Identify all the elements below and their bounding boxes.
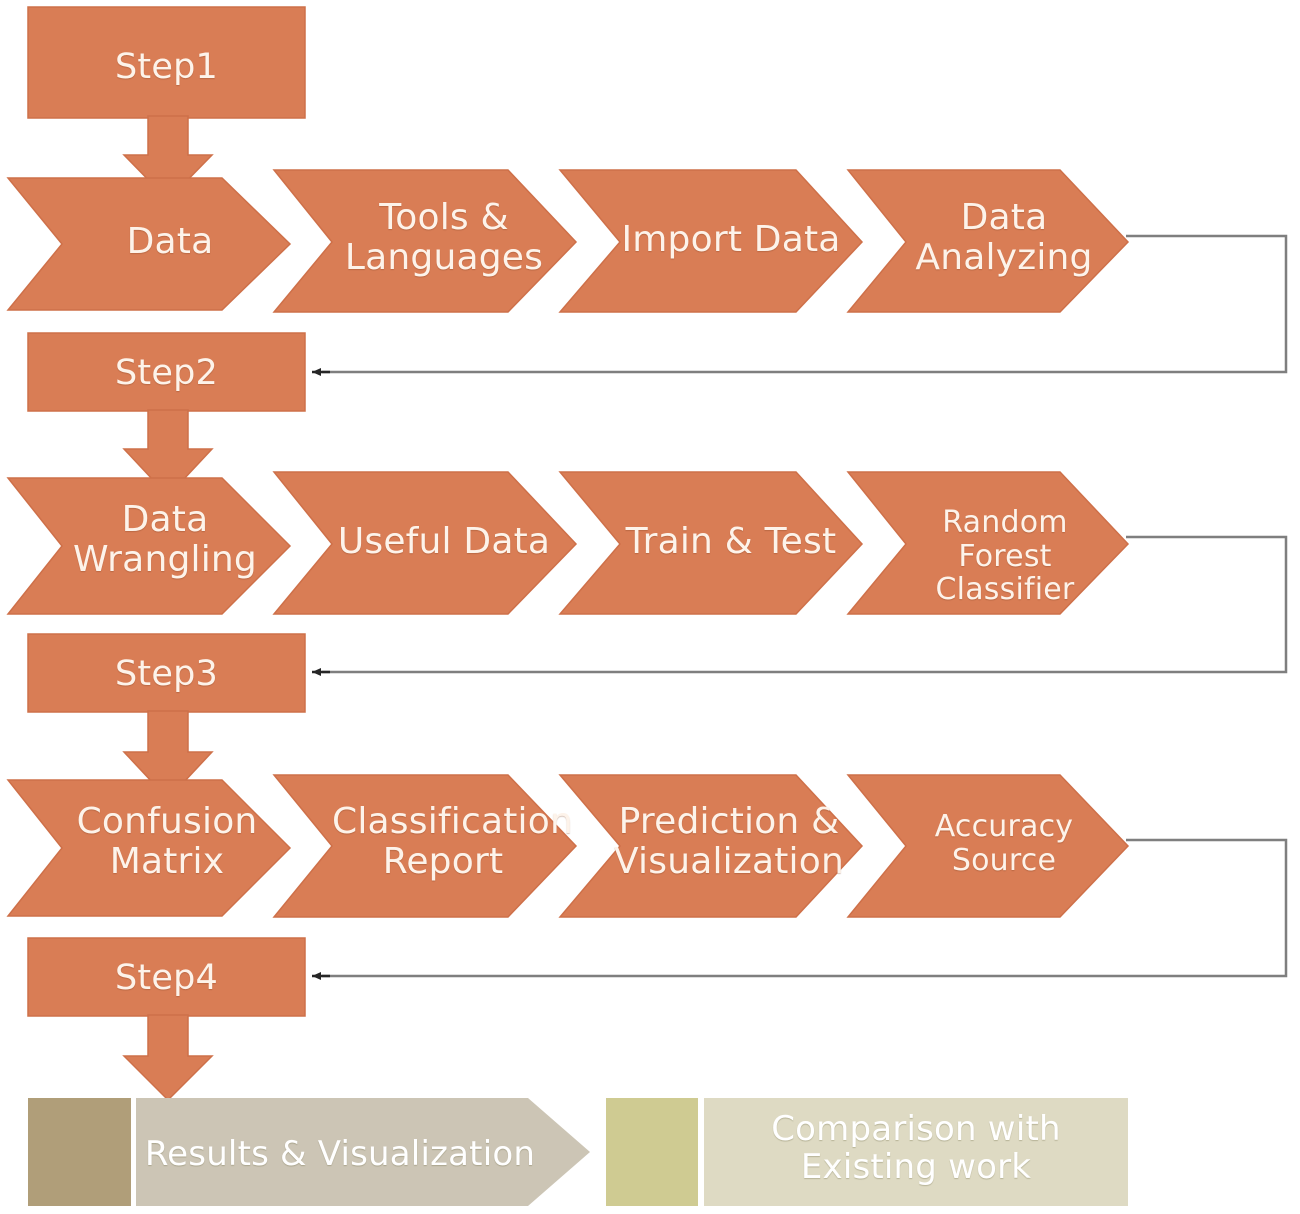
down-arrow-step2: [122, 409, 214, 498]
bottom-accent-dark: [28, 1098, 131, 1206]
chevron-row1-3: [558, 169, 864, 313]
chevron-row2-4: [846, 471, 1130, 615]
feedback-path-row2: [322, 535, 1288, 674]
step-box-step3: [27, 633, 306, 713]
node-step4[interactable]: [28, 938, 305, 1016]
node-tools-languages[interactable]: [290, 170, 576, 312]
node-data-analyzing[interactable]: [862, 170, 1128, 312]
chevron-row3-3: [558, 774, 864, 918]
node-comparison-existing-work[interactable]: [606, 1098, 1128, 1206]
chevron-row3-2: [272, 774, 578, 918]
chevron-row2-3: [558, 471, 864, 615]
chevron-row1-4: [846, 169, 1130, 313]
node-classification-report[interactable]: [290, 775, 576, 917]
node-step1[interactable]: [28, 7, 305, 118]
chevron-row1-2: [272, 169, 578, 313]
node-confusion-matrix[interactable]: [8, 780, 290, 916]
node-train-test[interactable]: [576, 472, 862, 614]
chevron-row2-1: [6, 477, 292, 615]
node-data[interactable]: [8, 178, 290, 310]
node-results-visualization[interactable]: [28, 1098, 590, 1206]
node-data-wrangling[interactable]: [8, 478, 290, 614]
feedback-path-row1: [322, 234, 1288, 374]
node-useful-data[interactable]: [290, 472, 576, 614]
node-import-data[interactable]: [576, 170, 862, 312]
bottom-accent-olive: [606, 1098, 698, 1206]
chevron-row3-4: [846, 774, 1130, 918]
node-random-forest-classifier[interactable]: [862, 472, 1128, 614]
bottom-comparison-block: [704, 1098, 1128, 1206]
chevron-row1-1: [6, 177, 292, 311]
down-arrow-step3: [122, 710, 214, 801]
step-box-step4: [27, 937, 306, 1017]
node-step2[interactable]: [28, 333, 305, 411]
node-prediction-visualization[interactable]: [576, 775, 862, 917]
chevron-row2-2: [272, 471, 578, 615]
node-step3[interactable]: [28, 634, 305, 712]
chevron-row3-1: [6, 779, 292, 917]
bottom-results-banner: [136, 1098, 590, 1206]
feedback-path-row3: [322, 838, 1288, 978]
down-arrow-step4: [122, 1014, 214, 1102]
node-accuracy-source[interactable]: [862, 775, 1128, 917]
step-box-step2: [27, 332, 306, 412]
